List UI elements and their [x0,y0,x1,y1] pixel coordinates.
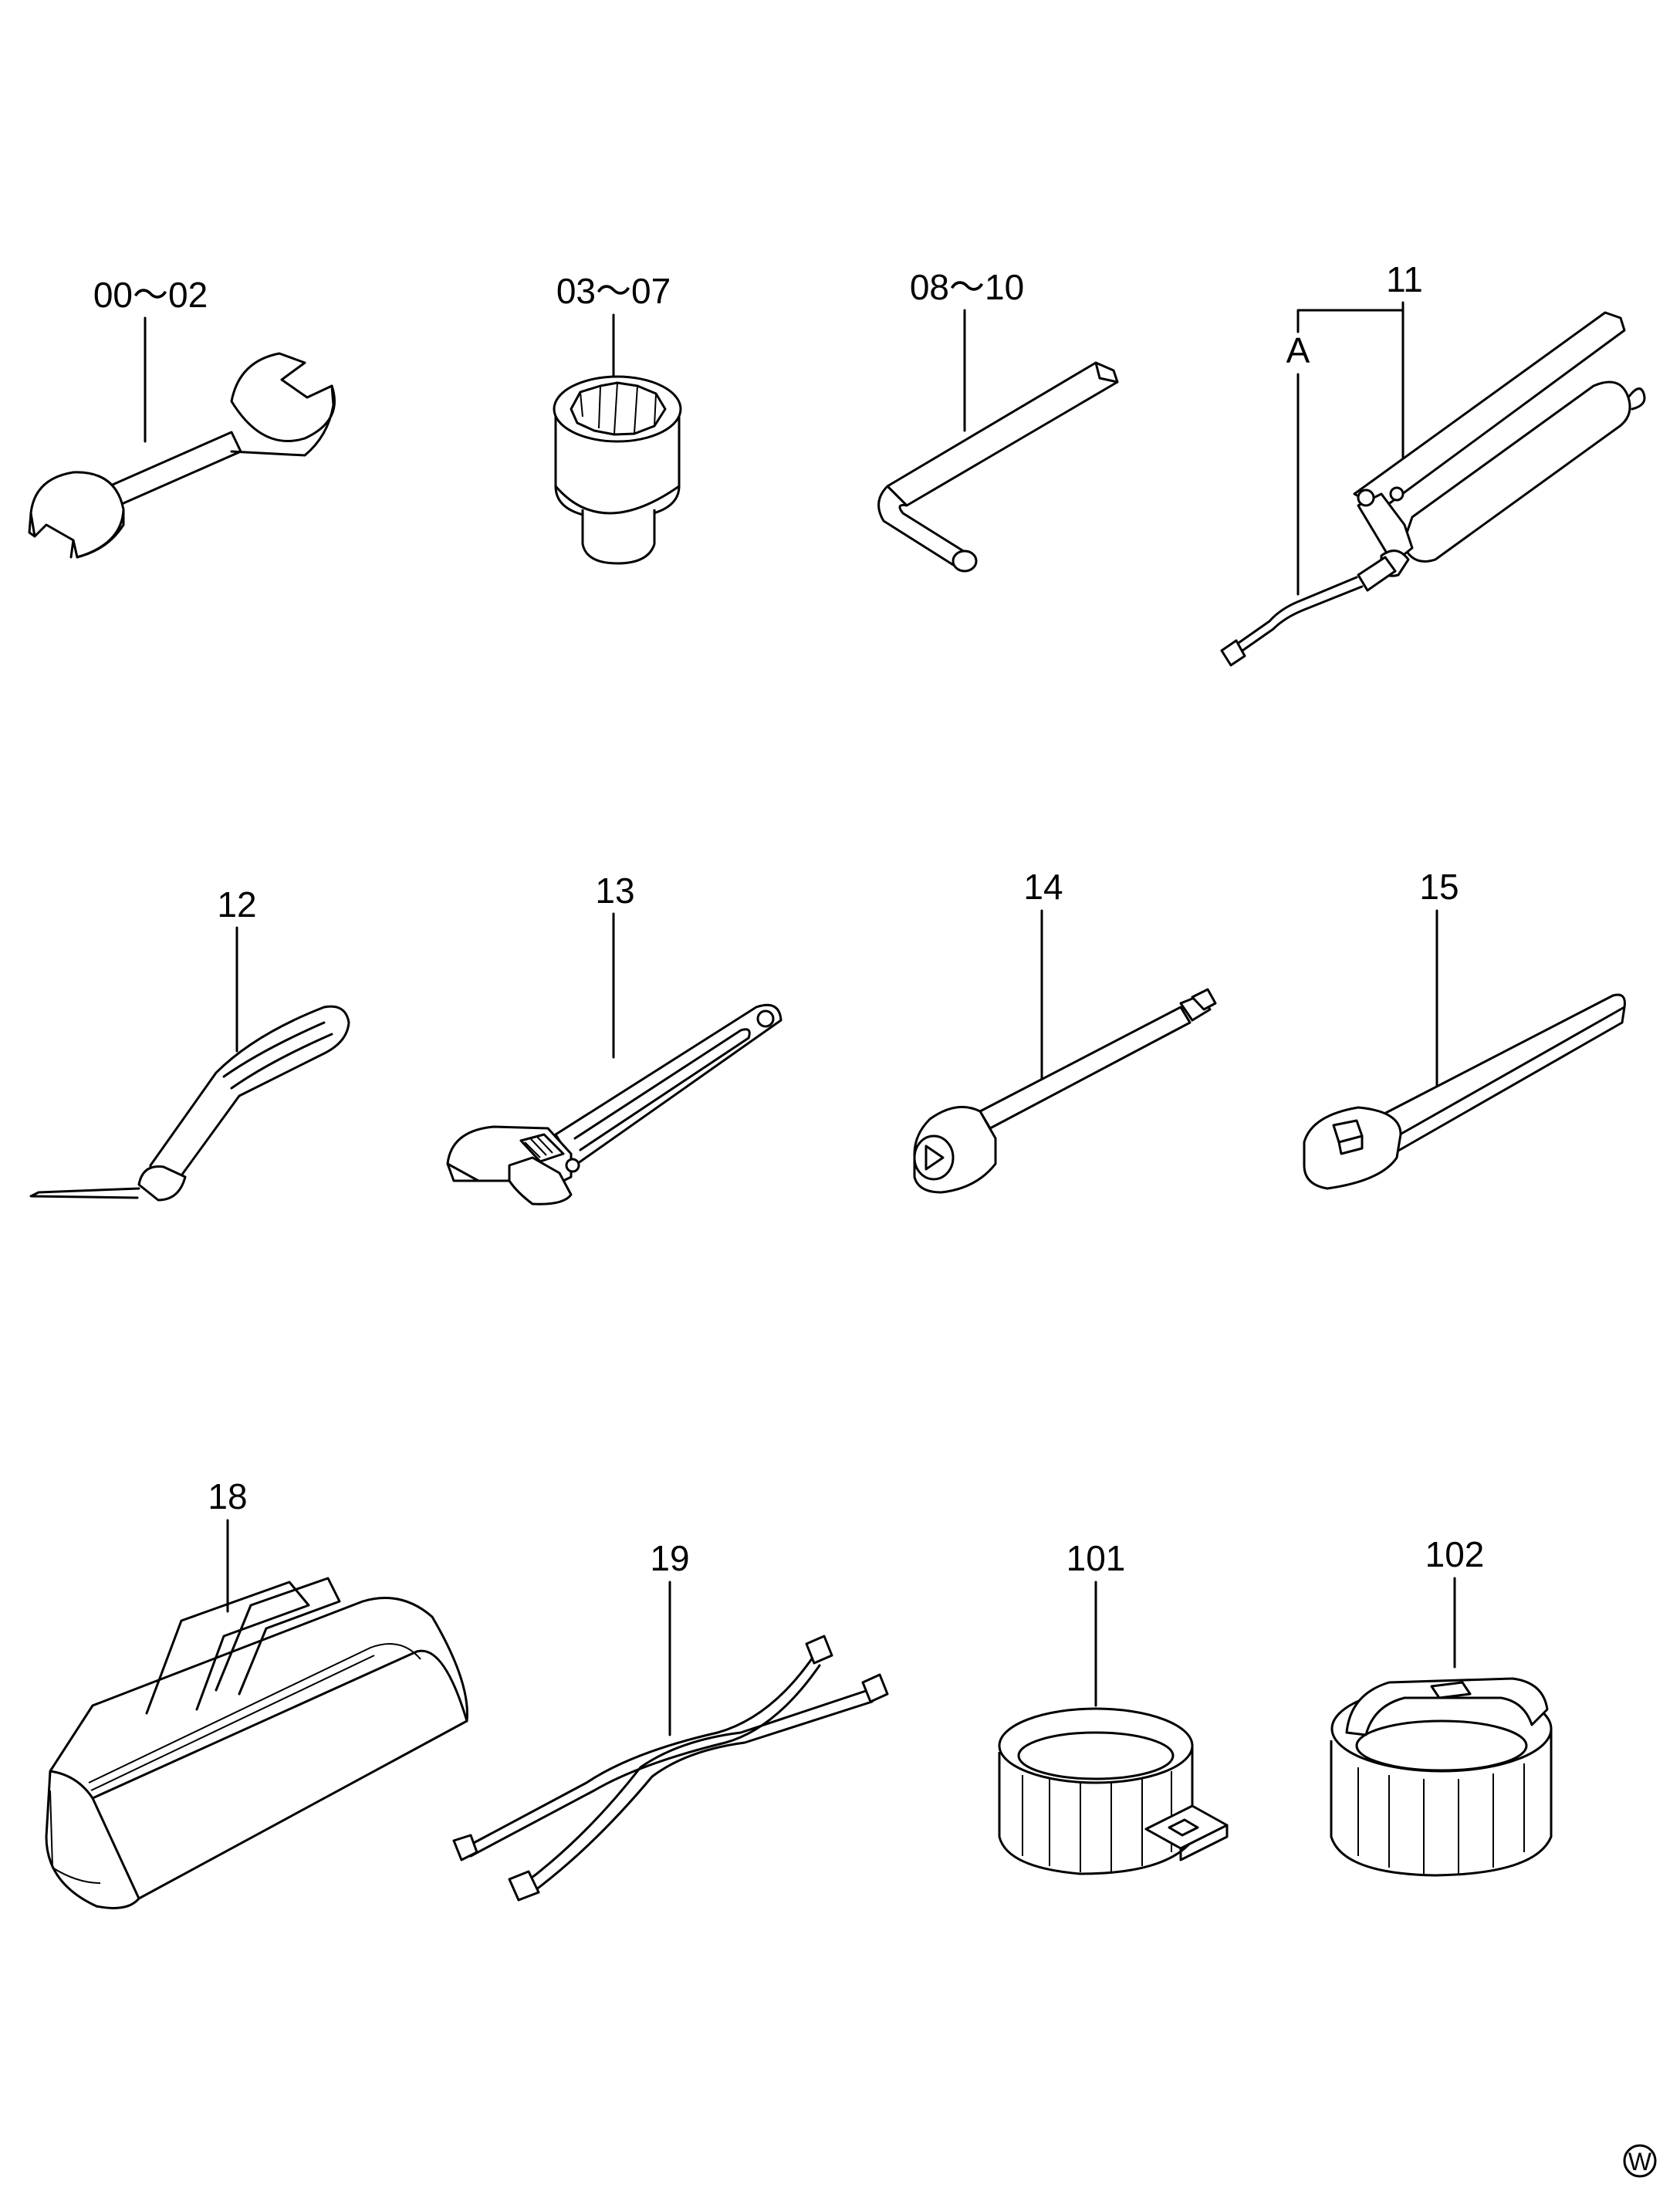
part-12: 12 [29,884,350,1202]
part-15: 15 [1303,867,1626,1190]
leader-line [1296,301,1405,480]
part-03-07: 03～07 [553,271,682,565]
part-101: 101 [998,1538,1229,1875]
part-label: 19 [650,1538,689,1578]
part-label: 12 [217,884,256,925]
socket-icon [553,375,682,565]
part-label: 08～10 [910,267,1024,307]
part-label: 101 [1066,1538,1126,1578]
open-end-wrench-icon [28,352,336,559]
part-08-10: 08～10 [877,267,1119,573]
ratchet-handle-icon [1303,993,1626,1190]
part-13: 13 [446,871,783,1205]
part-label: 13 [595,871,634,911]
part-label: 11 [1386,259,1423,299]
tool-bag-icon [45,1577,468,1909]
part-label: 102 [1425,1534,1485,1574]
screwdriver-icon [29,1005,350,1202]
hex-key-icon [877,361,1119,573]
part-label: 03～07 [556,271,671,311]
part-label: 14 [1023,867,1063,907]
filter-wrench-cup-icon [998,1707,1229,1875]
part-label: 18 [208,1476,247,1516]
grease-gun-icon [1220,311,1646,667]
part-label: 15 [1419,867,1459,907]
adjustable-wrench-icon [446,1003,783,1205]
strap-wrench-icon [452,1635,889,1902]
part-102: 102 [1330,1534,1553,1877]
corner-mark-letter: W [1628,2148,1652,2176]
corner-mark: W [1623,2144,1657,2178]
sub-label-a: A [1286,330,1310,370]
part-14: 14 [913,867,1217,1194]
part-18: 18 [45,1476,468,1909]
part-label: 00～02 [93,275,208,315]
part-11: 11 A [1220,259,1646,667]
extension-bar-icon [913,988,1217,1194]
part-19: 19 [452,1538,889,1902]
filter-cap-wrench-icon [1330,1677,1553,1877]
part-00-02: 00～02 [28,275,336,559]
